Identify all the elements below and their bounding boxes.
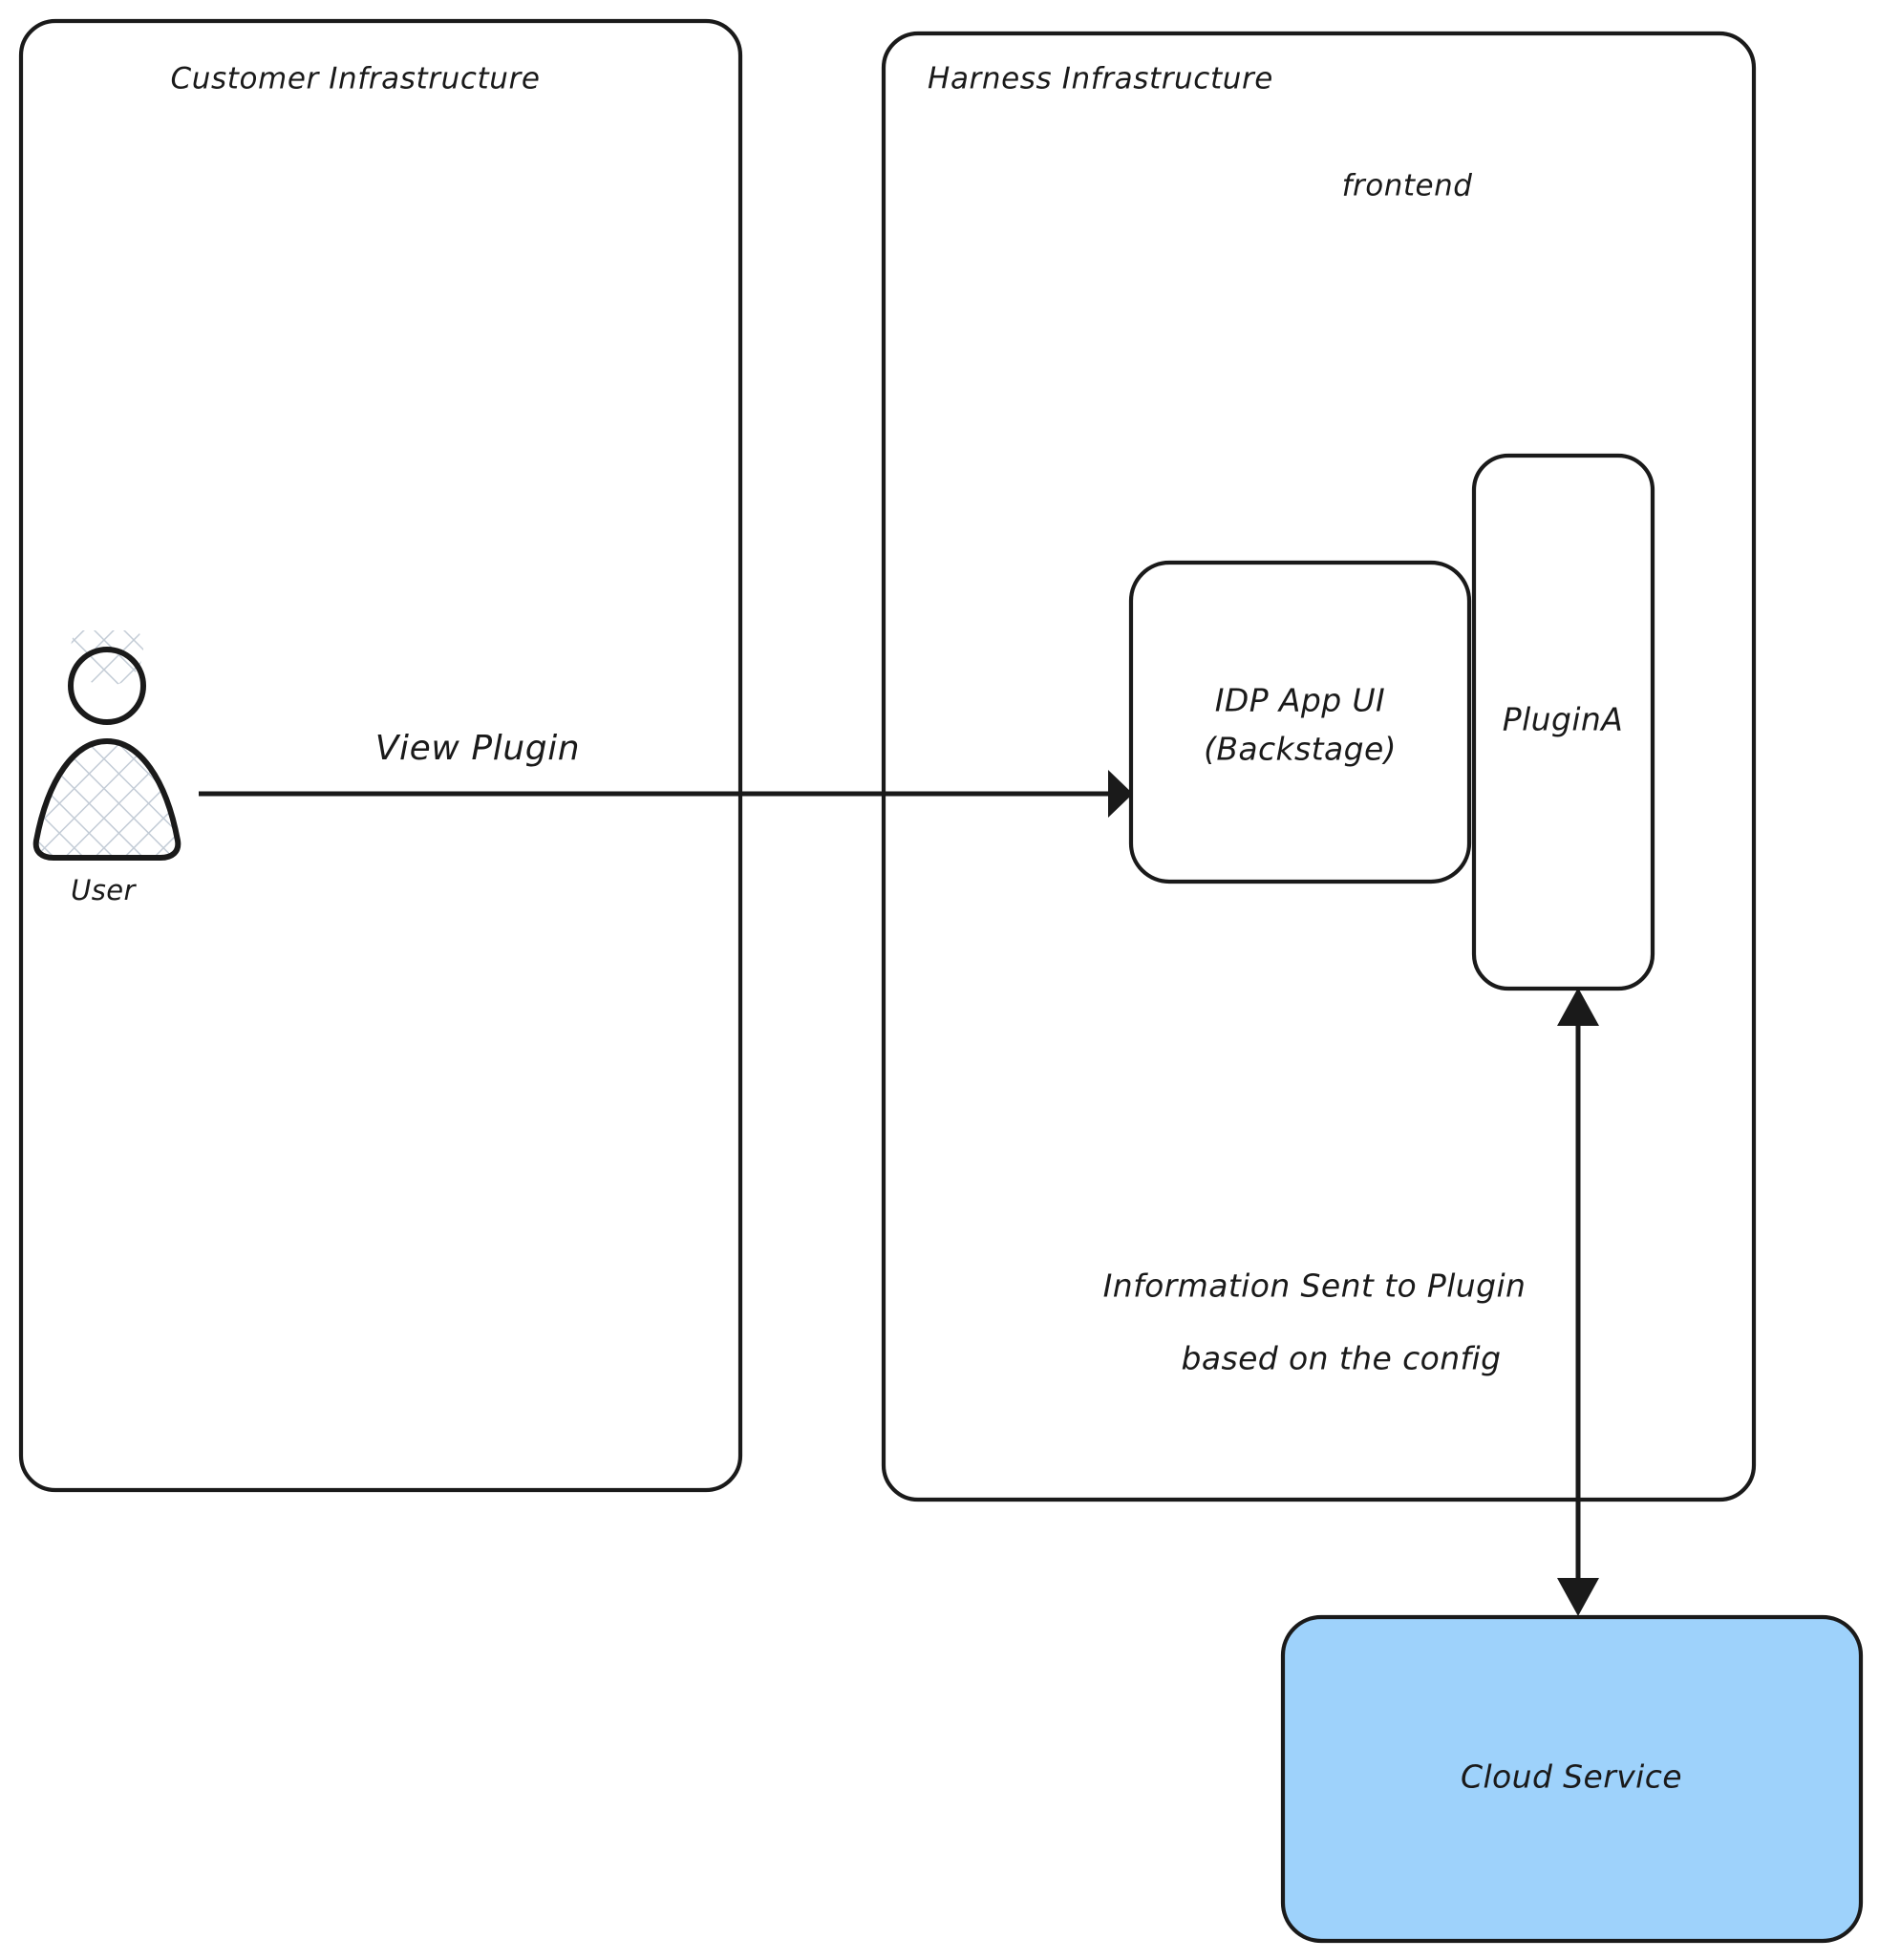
plugin-a-label: PluginA	[1503, 701, 1623, 738]
idp-app-ui-label-line2: (Backstage)	[1204, 731, 1397, 768]
harness-frontend-label: frontend	[1342, 169, 1473, 203]
plugin-cloud-arrowhead-down-icon	[1557, 1578, 1599, 1616]
customer-infrastructure-title: Customer Infrastructure	[170, 62, 540, 96]
harness-infrastructure-title: Harness Infrastructure	[928, 62, 1273, 96]
node-cloud-service[interactable]: Cloud Service	[1280, 1614, 1864, 1944]
view-plugin-edge-label: View Plugin	[375, 729, 580, 768]
user-label: User	[71, 874, 137, 906]
idp-app-ui-box[interactable]	[1128, 560, 1472, 884]
cloud-service-box[interactable]	[1280, 1614, 1864, 1944]
container-customer-infrastructure: Customer Infrastructure	[18, 18, 743, 1493]
view-plugin-arrowhead-icon	[1108, 770, 1133, 818]
cloud-service-label: Cloud Service	[1461, 1758, 1682, 1796]
node-idp-app-ui[interactable]: IDP App UI (Backstage)	[1128, 560, 1472, 884]
user-head-icon	[68, 647, 146, 725]
node-plugin-a[interactable]: PluginA	[1471, 453, 1655, 991]
plugin-cloud-edge-label-line1: Information Sent to Plugin	[1103, 1268, 1527, 1305]
plugin-a-box[interactable]	[1471, 453, 1655, 991]
plugin-cloud-arrowhead-up-icon	[1557, 988, 1599, 1026]
edge-view-plugin: View Plugin	[199, 729, 1133, 818]
user-body-icon	[32, 738, 181, 861]
customer-infrastructure-boundary	[18, 18, 743, 1493]
edge-information-sent-to-plugin: Information Sent to Plugin based on the …	[1103, 988, 1599, 1616]
plugin-cloud-edge-label-line2: based on the config	[1182, 1340, 1502, 1377]
idp-app-ui-label-line1: IDP App UI	[1215, 682, 1385, 719]
